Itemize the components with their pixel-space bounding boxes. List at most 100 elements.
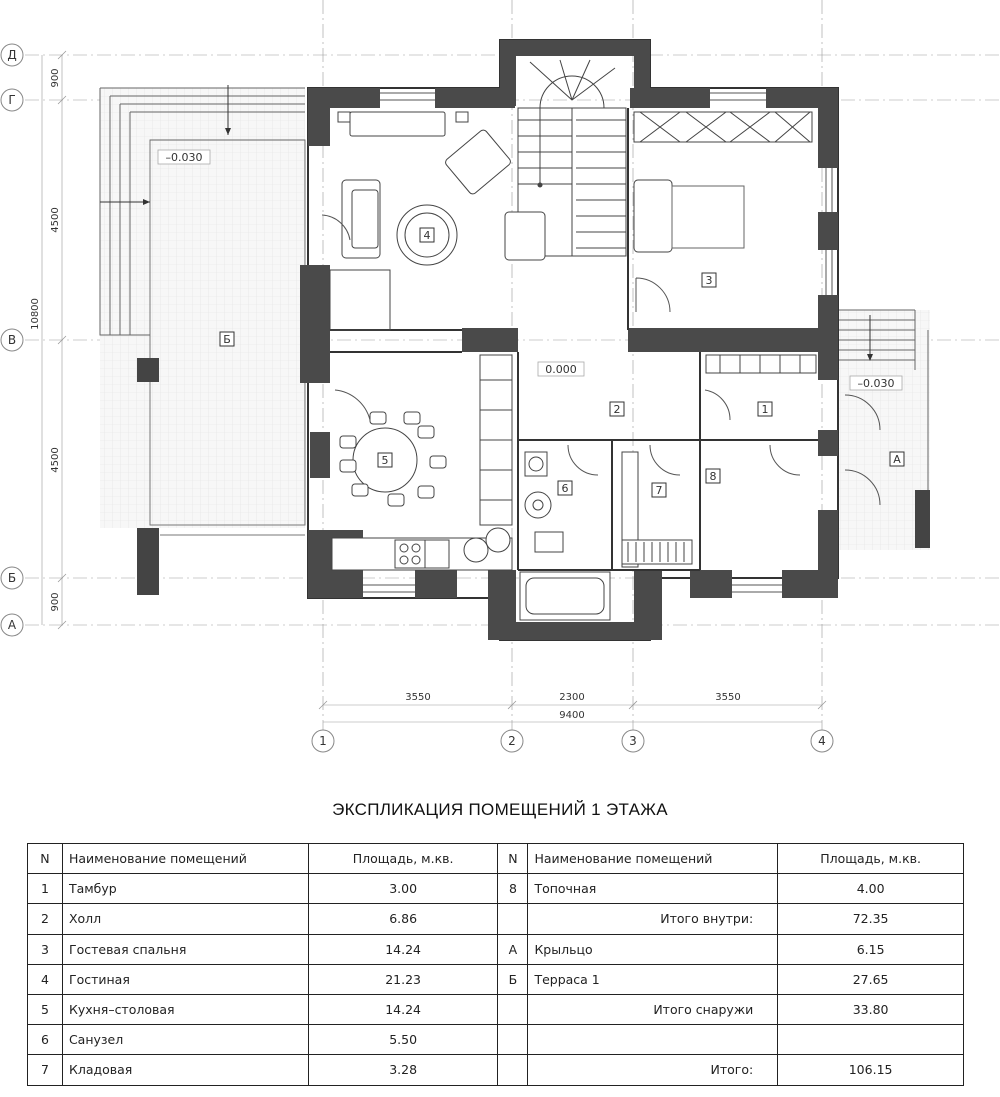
svg-text:А: А bbox=[893, 453, 901, 466]
table-cell: 5 bbox=[27, 993, 63, 1026]
axis-marker-v: В bbox=[0, 328, 24, 352]
header-cell: N bbox=[497, 842, 529, 875]
table-cell: 5.50 bbox=[307, 1024, 499, 1056]
table-cell: Холл bbox=[61, 903, 309, 935]
svg-text:Д: Д bbox=[7, 48, 16, 62]
table-cell: 1 bbox=[27, 873, 63, 905]
table-cell: 6.15 bbox=[777, 933, 964, 965]
table-cell: А bbox=[497, 933, 529, 965]
room-tag-b: Б bbox=[219, 331, 235, 347]
axis-marker-g: Г bbox=[0, 88, 24, 112]
svg-text:Б: Б bbox=[223, 333, 231, 346]
table-cell: Терраса 1 bbox=[527, 963, 779, 995]
axis-marker-4: 4 bbox=[810, 729, 834, 753]
header-cell: Наименование помещений bbox=[527, 842, 779, 875]
room-tag-5: 5 bbox=[377, 452, 393, 468]
doors bbox=[321, 214, 881, 506]
table-cell bbox=[527, 1024, 779, 1056]
table-cell: Кладовая bbox=[61, 1054, 309, 1086]
table-cell: 8 bbox=[497, 873, 529, 905]
svg-text:7: 7 bbox=[656, 484, 663, 497]
dim-bottom-3: 3550 bbox=[715, 692, 740, 703]
axis-marker-d: Д bbox=[0, 43, 24, 67]
axis-marker-b: Б bbox=[0, 566, 24, 590]
header-cell: Наименование помещений bbox=[61, 842, 309, 875]
dim-left-2: 4500 bbox=[50, 207, 61, 232]
table-cell bbox=[497, 1054, 529, 1086]
explication-title: ЭКСПЛИКАЦИЯ ПОМЕЩЕНИЙ 1 ЭТАЖА bbox=[332, 800, 668, 819]
furniture bbox=[329, 111, 817, 621]
table-cell bbox=[497, 993, 529, 1026]
table-cell: Б bbox=[497, 963, 529, 995]
svg-text:8: 8 bbox=[710, 470, 717, 483]
table-cell: 27.65 bbox=[777, 963, 964, 995]
table-cell: 3.00 bbox=[307, 873, 499, 905]
porch-a bbox=[838, 309, 930, 550]
table-cell: 3 bbox=[27, 933, 63, 965]
table-row: 7 Кладовая 3.28 Итого: 106.15 bbox=[27, 1054, 964, 1086]
floor-plan: –0.030 0.000 –0.030 1 2 3 4 5 6 7 8 А Б … bbox=[0, 0, 1000, 753]
table-row: 4 Гостиная 21.23 Б Терраса 1 27.65 bbox=[27, 963, 964, 995]
level-mark-porch: –0.030 bbox=[858, 377, 895, 390]
explication-table: N Наименование помещений Площадь, м.кв. … bbox=[27, 842, 964, 1086]
table-cell: 7 bbox=[27, 1054, 63, 1086]
header-cell: Площадь, м.кв. bbox=[777, 842, 964, 875]
table-row: 2 Холл 6.86 Итого внутри: 72.35 bbox=[27, 903, 964, 935]
table-cell: 72.35 bbox=[777, 903, 964, 935]
table-cell: Крыльцо bbox=[527, 933, 779, 965]
table-cell bbox=[497, 903, 529, 935]
table-cell: 14.24 bbox=[307, 933, 499, 965]
room-tag-3: 3 bbox=[701, 272, 717, 288]
svg-text:2: 2 bbox=[614, 403, 621, 416]
table-row: 6 Санузел 5.50 bbox=[27, 1024, 964, 1056]
axis-marker-3: 3 bbox=[621, 729, 645, 753]
table-cell: Итого: bbox=[527, 1054, 779, 1086]
table-row: 3 Гостевая спальня 14.24 А Крыльцо 6.15 bbox=[27, 933, 964, 965]
table-cell: Санузел bbox=[61, 1024, 309, 1056]
table-cell: 6 bbox=[27, 1024, 63, 1056]
table-cell: Итого внутри: bbox=[527, 903, 779, 935]
room-tags: 1 2 3 4 5 6 7 8 А Б bbox=[219, 227, 905, 498]
table-row: 1 Тамбур 3.00 8 Топочная 4.00 bbox=[27, 873, 964, 905]
header-cell: N bbox=[27, 842, 63, 875]
header-cell: Площадь, м.кв. bbox=[307, 842, 499, 875]
svg-text:6: 6 bbox=[562, 482, 569, 495]
svg-text:3: 3 bbox=[629, 734, 637, 748]
table-cell: 33.80 bbox=[777, 993, 964, 1026]
table-cell: Топочная bbox=[527, 873, 779, 905]
room-tag-2: 2 bbox=[609, 401, 625, 417]
svg-text:Г: Г bbox=[8, 93, 15, 107]
axis-marker-a: А bbox=[0, 613, 24, 637]
table-cell bbox=[497, 1024, 529, 1056]
room-tag-8: 8 bbox=[705, 468, 721, 484]
room-tag-1: 1 bbox=[757, 401, 773, 417]
staircase bbox=[517, 59, 627, 257]
level-marks: –0.030 0.000 –0.030 bbox=[157, 149, 903, 391]
col-axis-markers: 1 2 3 4 bbox=[311, 729, 834, 753]
table-cell: Итого снаружи bbox=[527, 993, 779, 1026]
svg-text:В: В bbox=[8, 333, 16, 347]
room-tag-7: 7 bbox=[651, 482, 667, 498]
level-mark-terrace: –0.030 bbox=[166, 151, 203, 164]
svg-text:4: 4 bbox=[424, 229, 431, 242]
table-cell: 3.28 bbox=[307, 1054, 499, 1086]
table-cell: 21.23 bbox=[307, 963, 499, 995]
dim-bottom-total: 9400 bbox=[559, 710, 584, 721]
table-row: 5 Кухня–столовая 14.24 Итого снаружи 33.… bbox=[27, 993, 964, 1026]
table-cell: Гостиная bbox=[61, 963, 309, 995]
svg-text:5: 5 bbox=[382, 454, 389, 467]
svg-text:1: 1 bbox=[319, 734, 327, 748]
table-cell: Кухня–столовая bbox=[61, 993, 309, 1026]
table-cell: 4.00 bbox=[777, 873, 964, 905]
room-tag-4: 4 bbox=[419, 227, 435, 243]
dim-left-3: 4500 bbox=[50, 447, 61, 472]
room-tag-6: 6 bbox=[557, 480, 573, 496]
table-cell: 106.15 bbox=[777, 1054, 964, 1086]
dim-bottom-2: 2300 bbox=[559, 692, 584, 703]
table-cell bbox=[777, 1024, 964, 1056]
svg-text:А: А bbox=[8, 618, 17, 632]
svg-text:1: 1 bbox=[762, 403, 769, 416]
table-cell: 4 bbox=[27, 963, 63, 995]
table-cell: Тамбур bbox=[61, 873, 309, 905]
table-cell: Гостевая спальня bbox=[61, 933, 309, 965]
